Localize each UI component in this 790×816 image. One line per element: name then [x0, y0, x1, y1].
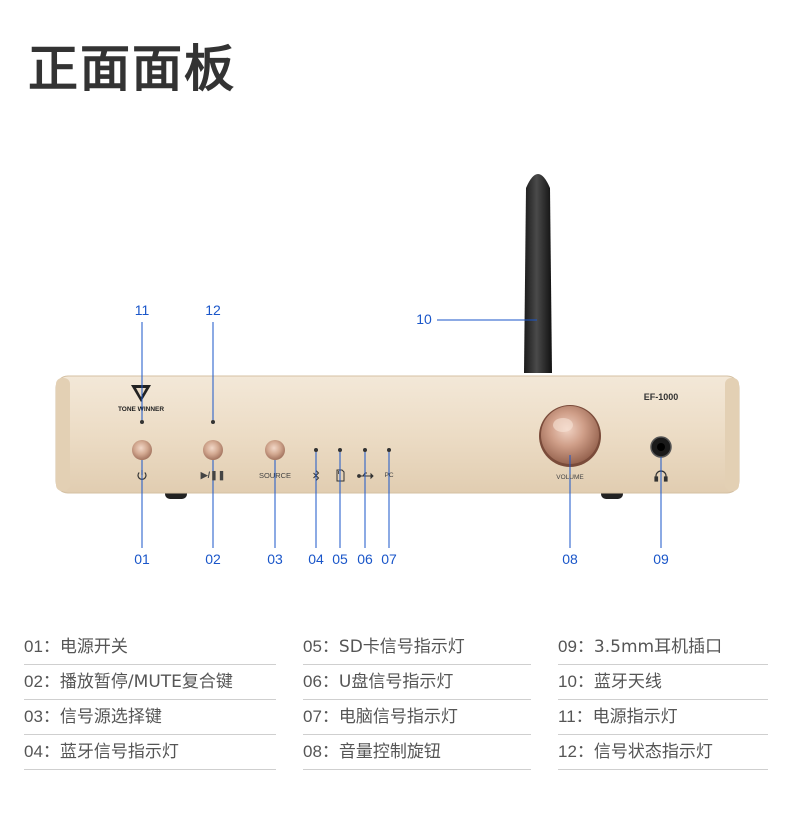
- signal-status-light: [211, 420, 215, 424]
- pc-indicator-light: [387, 448, 391, 452]
- bluetooth-indicator-light: [314, 448, 318, 452]
- legend-item: 01：电源开关: [24, 630, 276, 665]
- legend-item: 04：蓝牙信号指示灯: [24, 735, 276, 770]
- play-pause-label: ▶/❚❚: [200, 470, 226, 480]
- device-illustration: TONE WINNER EF-1000: [55, 174, 740, 548]
- callout-03: 03: [267, 551, 283, 567]
- model-label: EF-1000: [644, 392, 679, 402]
- callout-lines: [141, 319, 662, 548]
- callout-07: 07: [381, 551, 397, 567]
- play-pause-button[interactable]: [203, 440, 223, 460]
- legend-item: 09：3.5mm耳机插口: [558, 630, 768, 665]
- volume-knob[interactable]: [539, 405, 601, 467]
- legend-item: 05：SD卡信号指示灯: [303, 630, 531, 665]
- legend-item: 10：蓝牙天线: [558, 665, 768, 700]
- headphone-jack[interactable]: [650, 436, 672, 458]
- sd-indicator-light: [338, 448, 342, 452]
- callout-10: 10: [416, 311, 432, 327]
- front-panel: [55, 375, 740, 494]
- power-button[interactable]: [132, 440, 152, 460]
- power-indicator-light: [140, 420, 144, 424]
- pc-label: PC: [384, 472, 394, 479]
- callout-04: 04: [308, 551, 324, 567]
- callout-12: 12: [205, 302, 221, 318]
- brand-logo: TONE WINNER: [118, 385, 164, 413]
- usb-icon: [357, 472, 374, 480]
- callout-01: 01: [134, 551, 150, 567]
- callout-02: 02: [205, 551, 221, 567]
- sd-card-icon: [336, 469, 345, 482]
- legend-item: 06：U盘信号指示灯: [303, 665, 531, 700]
- legend-item: 11：电源指示灯: [558, 700, 768, 735]
- callout-06: 06: [357, 551, 373, 567]
- callout-11: 11: [134, 302, 150, 318]
- volume-label: VOLUME: [556, 474, 584, 481]
- source-button[interactable]: [265, 440, 285, 460]
- callout-08: 08: [562, 551, 578, 567]
- callout-05: 05: [332, 551, 348, 567]
- device-diagram: TONE WINNER EF-1000: [55, 174, 740, 567]
- page-title: 正面面板: [28, 40, 236, 98]
- source-label: SOURCE: [258, 471, 292, 480]
- legend-item: 12：信号状态指示灯: [558, 735, 768, 770]
- legend-item: 08：音量控制旋钮: [303, 735, 531, 770]
- callout-09: 09: [653, 551, 669, 567]
- legend-item: 07：电脑信号指示灯: [303, 700, 531, 735]
- legend-item: 02：播放暂停/MUTE复合键: [24, 665, 276, 700]
- antenna: [524, 174, 552, 373]
- legend: 01：电源开关 02：播放暂停/MUTE复合键 03：信号源选择键 04：蓝牙信…: [0, 624, 790, 774]
- usb-indicator-light: [363, 448, 367, 452]
- brand-text: TONE WINNER: [118, 406, 164, 413]
- legend-item: 03：信号源选择键: [24, 700, 276, 735]
